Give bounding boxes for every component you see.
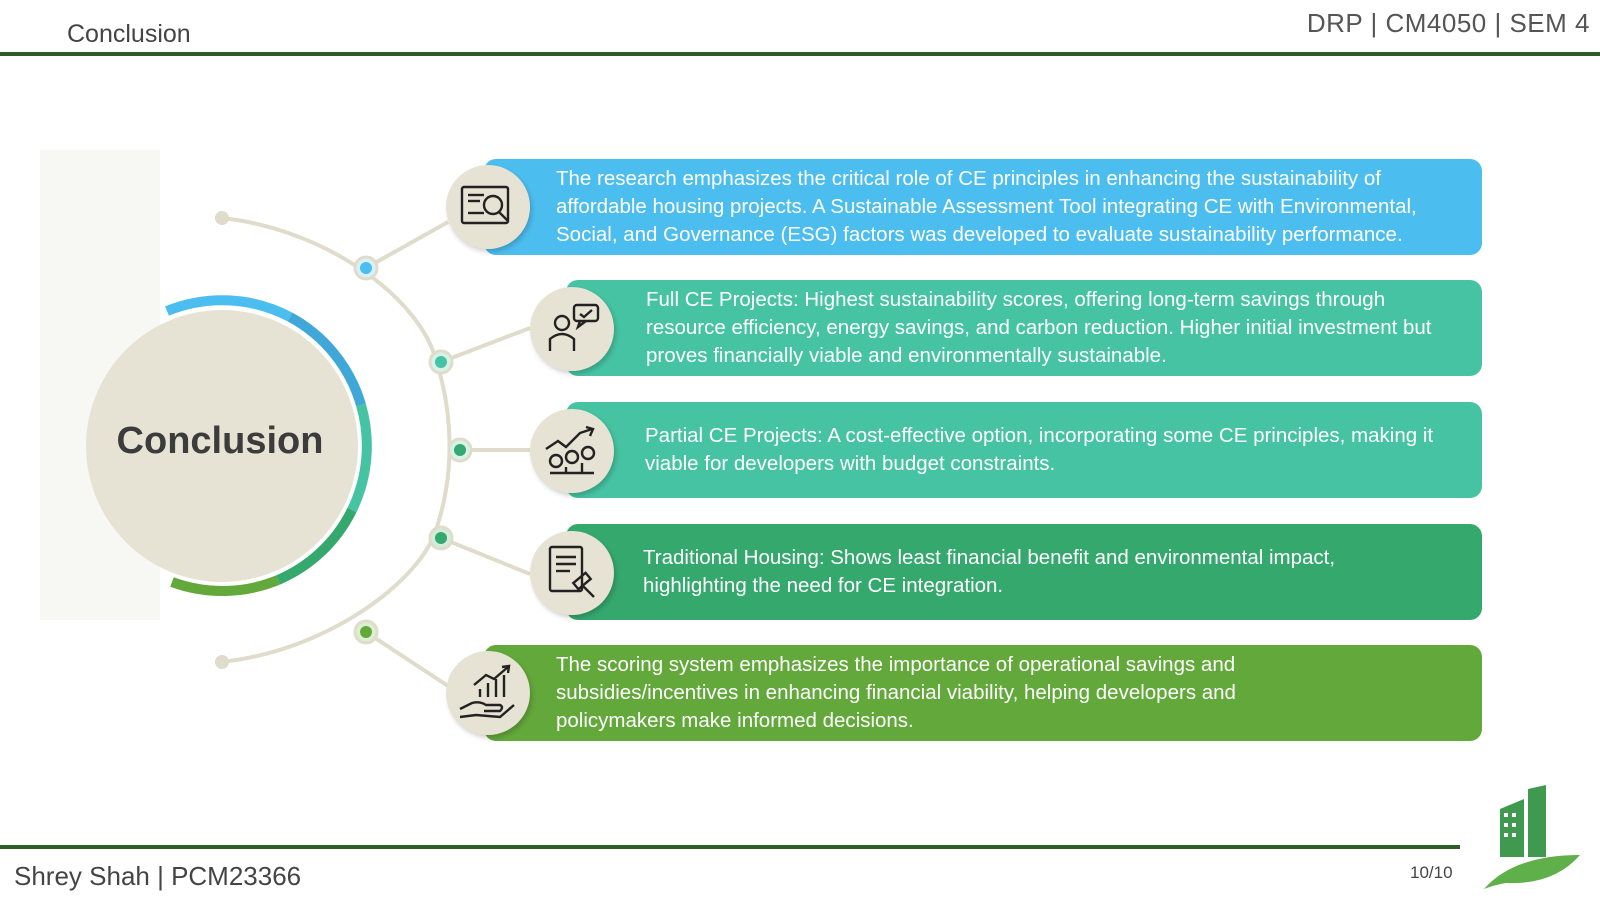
ring-green [275,507,357,585]
card-scoring-system: The scoring system emphasizes the import… [484,645,1482,741]
slide-header-title: Conclusion [67,20,191,48]
node-3-dot [454,444,466,456]
connector-1 [365,220,449,270]
legal-document-gavel-icon [530,531,614,615]
slide-course-info: DRP | CM4050 | SEM 4 [1306,8,1590,38]
center-label: Conclusion [116,420,324,462]
card-partial-ce: Partial CE Projects: A cost-effective op… [566,402,1482,498]
node-4-dot [435,532,447,544]
card-text: Traditional Housing: Shows least financi… [643,546,1336,597]
building-leaf-logo-icon [1484,785,1580,889]
card-text: Full CE Projects: Highest sustainability… [646,288,1432,367]
research-document-icon [446,165,530,249]
hand-growth-chart-icon [446,651,530,735]
ring-blue-dark [287,312,366,407]
card-text: Partial CE Projects: A cost-effective op… [645,424,1434,475]
page-number: 10/10 [1410,863,1453,882]
node-5-dot [360,626,372,638]
connector-2 [440,326,531,364]
card-text: The scoring system emphasizes the import… [556,653,1236,732]
center-circle [86,310,358,582]
card-text: The research emphasizes the critical rol… [556,167,1417,246]
ring-lime [170,575,280,596]
ring-teal [347,403,372,513]
connector-5 [364,630,450,688]
presenter-chat-icon [530,287,614,371]
card-traditional-housing: Traditional Housing: Shows least financi… [566,524,1482,620]
footer-divider [0,845,1460,849]
node-2-dot [435,356,447,368]
presenter-name: Shrey Shah | PCM23366 [14,861,302,891]
connector-4 [440,536,531,576]
arc-end-bottom [215,655,229,669]
header-divider [0,52,1600,56]
ring-blue [165,295,293,322]
arc-end-top [215,211,229,225]
node-1-dot [360,262,372,274]
card-full-ce: Full CE Projects: Highest sustainability… [566,280,1482,376]
money-growth-icon [530,409,614,493]
card-research-summary: The research emphasizes the critical rol… [484,159,1482,255]
